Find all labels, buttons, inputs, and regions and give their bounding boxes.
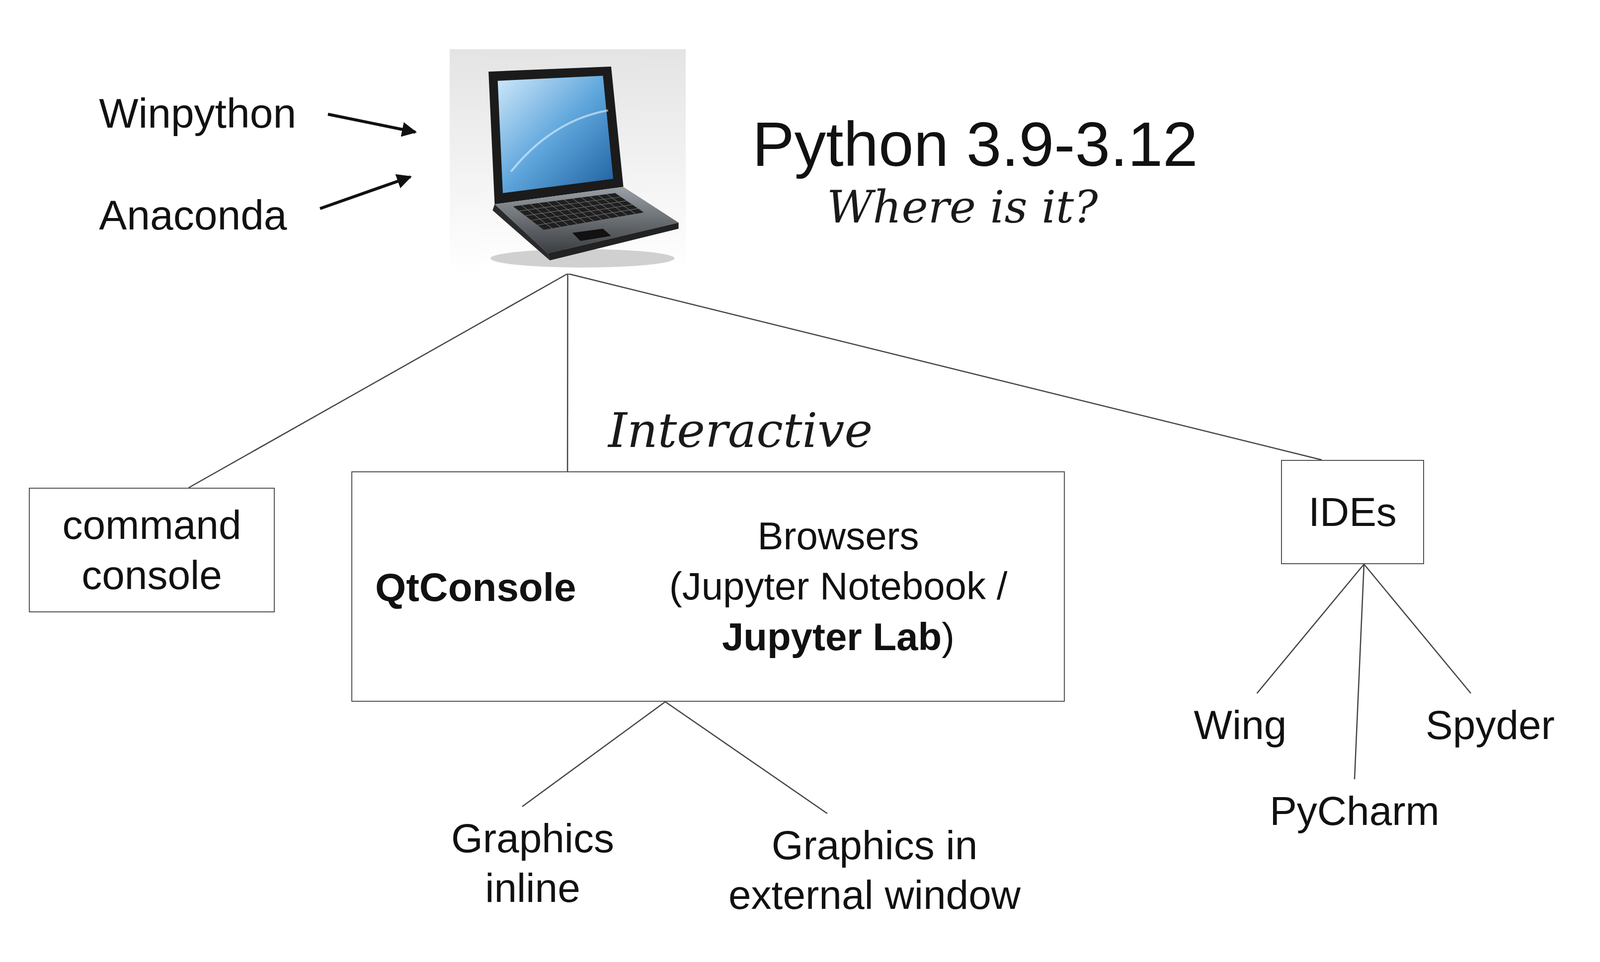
tree-connector	[522, 702, 666, 807]
ide-name: Spyder	[1425, 700, 1555, 751]
tree-connector	[665, 702, 828, 814]
interactive-box: InteractiveQtConsoleBrowsers (Jupyter No…	[351, 471, 1065, 703]
graphics-option: Graphics inline	[428, 813, 638, 914]
option-text: Graphics in external window	[705, 820, 1044, 921]
tree-connector	[566, 273, 569, 472]
ide-box: IDEs	[1280, 460, 1425, 565]
console-box: command console	[28, 487, 275, 613]
tree-connector	[1363, 564, 1471, 694]
browsers-line: (Jupyter Notebook /	[624, 561, 1052, 612]
box-text: IDEs	[1308, 487, 1397, 538]
tree-connector	[1354, 564, 1364, 780]
option-text: Wing	[1194, 700, 1287, 751]
graphics-option: Graphics in external window	[705, 820, 1044, 921]
ide-name: Wing	[1194, 700, 1287, 751]
title-text: Python 3.9-3.12	[752, 107, 1199, 181]
interactive-heading: Interactive	[608, 402, 873, 459]
tree-connector	[1257, 564, 1364, 694]
browsers-text: Browsers (Jupyter Notebook / Jupyter Lab…	[624, 511, 1052, 663]
subtitle-text: Where is it?	[826, 180, 1199, 235]
qtconsole-text: QtConsole	[375, 564, 576, 611]
pointer-label: Winpython	[98, 89, 297, 138]
option-text: Graphics inline	[428, 813, 638, 914]
browsers-line: Jupyter Lab)	[624, 612, 1052, 663]
pointer-arrow	[320, 176, 411, 209]
laptop-illustration	[449, 49, 686, 274]
title-group: Python 3.9-3.12Where is it?	[752, 107, 1199, 235]
browsers-line: Browsers	[624, 511, 1052, 562]
pointer-label: Anaconda	[98, 191, 287, 240]
ide-name: PyCharm	[1269, 786, 1440, 837]
option-text: Spyder	[1425, 700, 1555, 751]
tree-connector	[567, 273, 1323, 461]
option-text: PyCharm	[1269, 786, 1440, 837]
box-text: command console	[43, 500, 260, 600]
laptop-node: Python 3.9-3.12Where is it?	[449, 49, 686, 274]
tree-connector	[188, 273, 568, 488]
pointer-arrow	[327, 114, 416, 133]
